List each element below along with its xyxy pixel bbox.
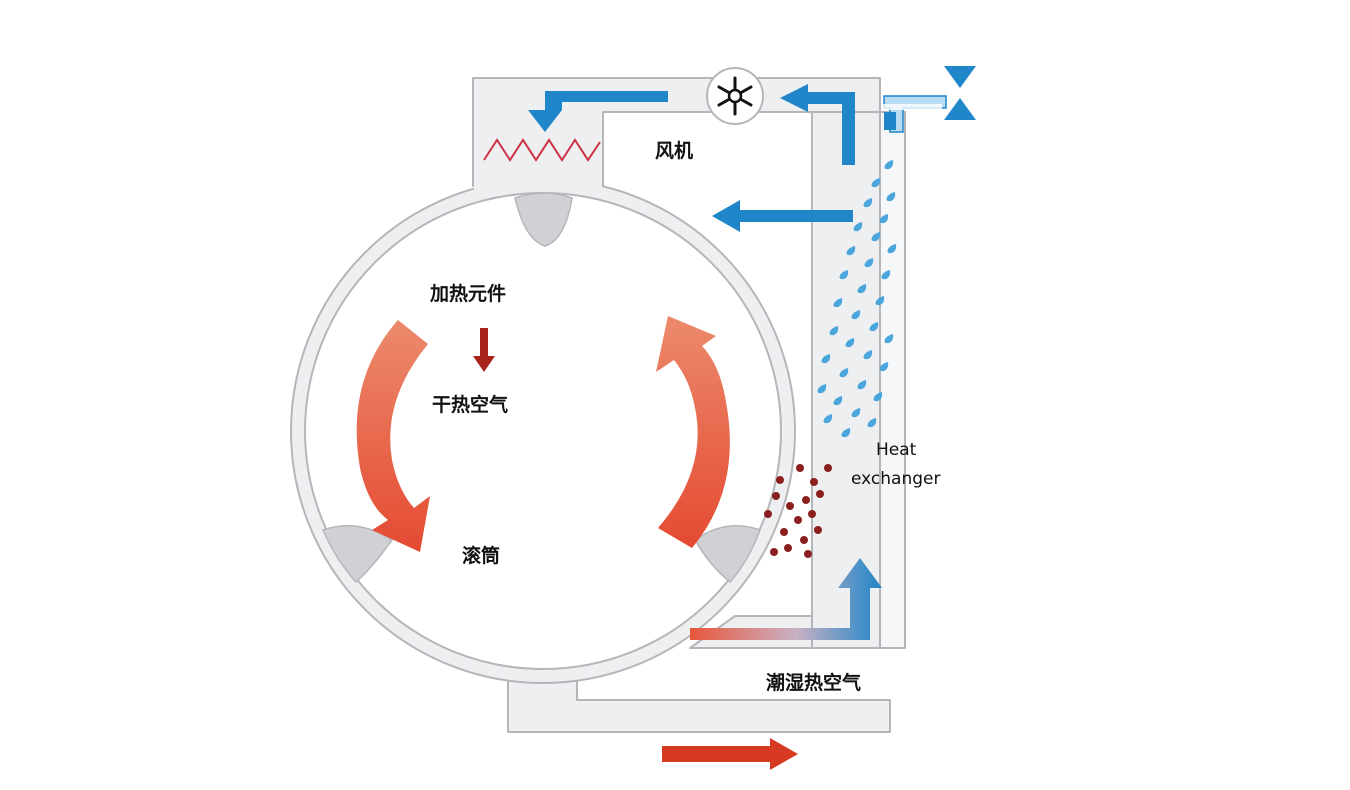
lint-dot [796,464,804,472]
drum-lifter-right [694,525,761,584]
cool-air-flow [528,84,896,232]
water-drop [887,244,897,254]
water-drop [873,392,883,402]
water-drop [846,246,856,256]
water-drop [879,214,889,224]
heat-exchanger-block [811,111,881,649]
lint-dot [802,496,810,504]
water-drop [839,368,849,378]
lint-dot [784,544,792,552]
lint-dot [814,526,822,534]
label-heating-element: 加热元件 [429,282,506,305]
arrow-into-fan [780,84,855,165]
drum-lifter-top [514,192,573,247]
drum-lifter-left [321,525,394,584]
water-drop [863,350,873,360]
lint-dot [824,464,832,472]
water-drop [833,396,843,406]
water-drop [851,408,861,418]
lint-dot [808,510,816,518]
lint-particles [764,464,832,558]
lint-dot [810,478,818,486]
lint-dot [800,536,808,544]
label-humid-hot-air: 潮湿热空气 [766,671,861,694]
label-heat-exchanger-2: exchanger [851,469,940,489]
label-fan: 风机 [655,140,693,162]
hot-air-arrow-left [356,320,430,552]
water-drop [886,192,896,202]
water-drop [851,310,861,320]
water-drop [879,362,889,372]
humid-air-arrow [690,558,882,640]
lint-dot [804,550,812,558]
water-drop [863,198,873,208]
water-drop [833,298,843,308]
lint-dot [770,548,778,556]
water-drop [821,354,831,364]
air-duct [472,77,906,733]
label-dry-hot-air: 干热空气 [432,393,508,416]
water-drop [823,414,833,424]
water-drop [875,296,885,306]
lint-dot [816,490,824,498]
water-drop [829,326,839,336]
water-valve-icon [882,66,976,133]
arrow-left-mid [712,200,853,232]
water-drop [871,232,881,242]
water-drop [871,178,881,188]
water-drop [884,334,894,344]
water-drop [839,270,849,280]
lint-dot [786,502,794,510]
water-drop [857,380,867,390]
water-drop [817,384,827,394]
water-drop [869,322,879,332]
water-drop [857,284,867,294]
lint-dot [780,528,788,536]
water-drop [867,418,877,428]
water-drop [884,160,894,170]
arrow-top-left-down [528,91,668,132]
drum [290,178,796,684]
fan-icon [706,67,764,125]
down-arrow-icon [473,328,495,372]
hot-air-arrow-right [656,316,730,548]
water-drop [853,222,863,232]
water-drop [845,338,855,348]
lint-dot [764,510,772,518]
lint-dot [794,516,802,524]
water-drops [817,160,897,438]
water-drop [864,258,874,268]
label-drum: 滚筒 [462,544,500,567]
label-heat-exchanger-1: Heat [876,440,917,460]
lint-dot [776,476,784,484]
lint-dot [772,492,780,500]
water-drop [841,428,851,438]
heating-coil-icon [483,138,601,162]
exhaust-arrow [662,738,798,770]
water-drop [881,270,891,280]
